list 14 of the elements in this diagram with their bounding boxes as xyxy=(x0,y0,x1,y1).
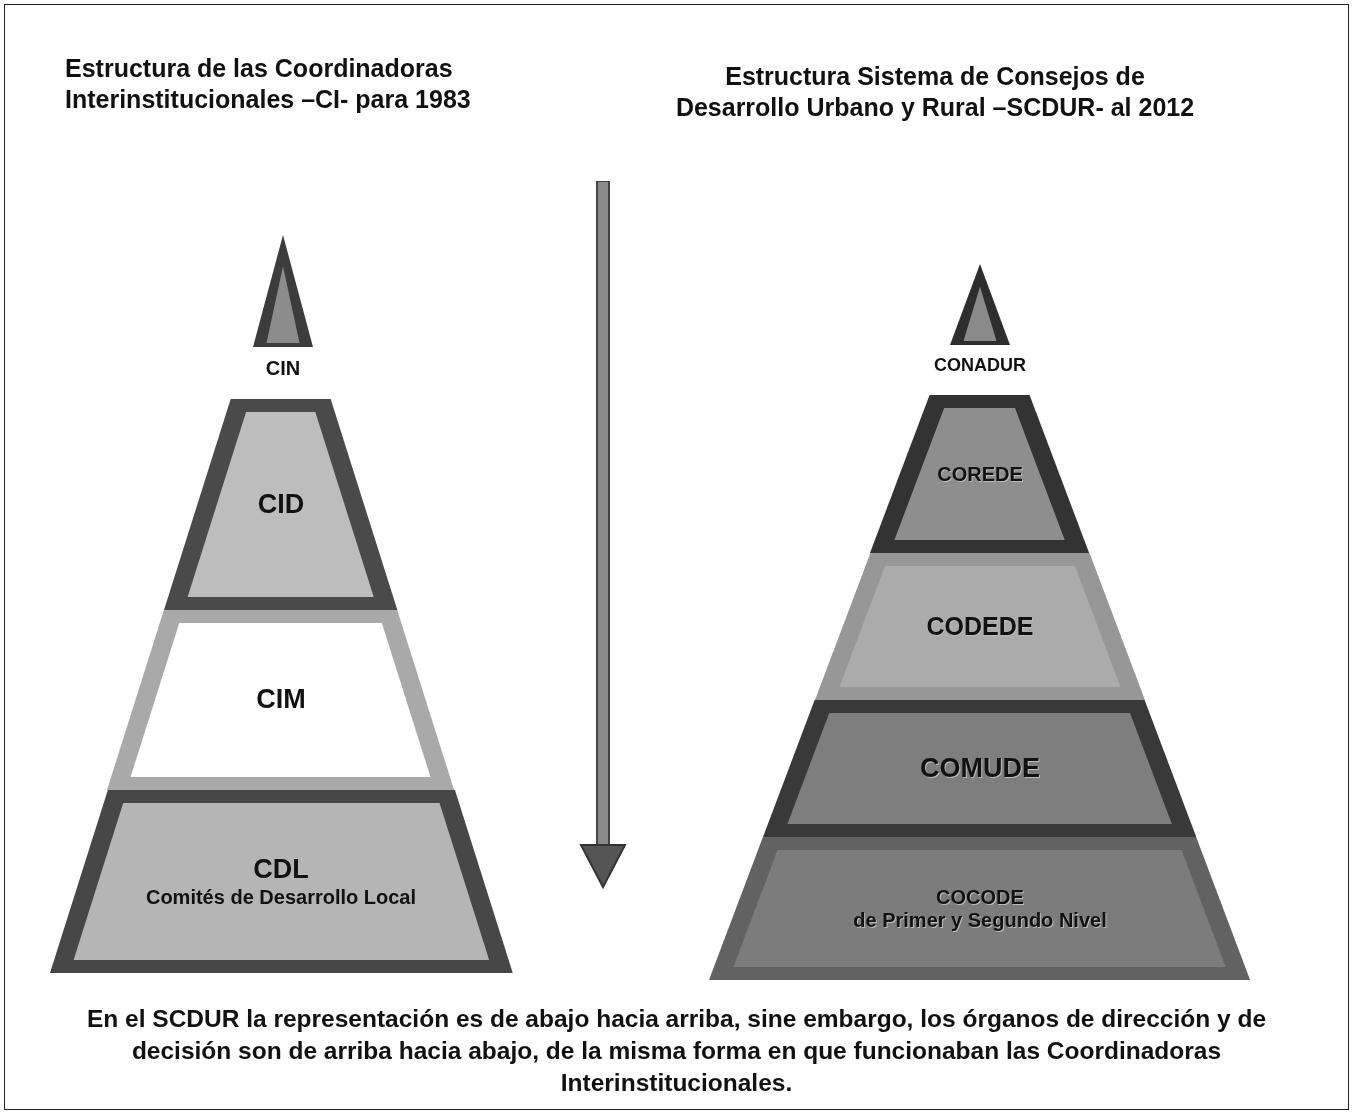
tier-label: CDL xyxy=(253,854,309,886)
tier-label: CIN xyxy=(265,357,301,380)
pyramid-heading: Estructura de las Coordinadoras Interinstitucionales –CI- para 1983 xyxy=(65,53,472,115)
tier-description: de Primer y Segundo Nivel xyxy=(853,908,1107,932)
tier-description: Comités de Desarrollo Local xyxy=(145,885,417,909)
tier-label: COREDE xyxy=(937,462,1023,486)
caption: En el SCDUR la representación es de abajo hacia arriba, sine embargo, los órganos de dirección y de decisión son de arriba hacia abajo, de la misma forma en que funcionaban las Coordinadoras Interinstitucionales. xyxy=(85,1004,1268,1098)
tier-label: COMUDE xyxy=(920,752,1040,784)
pyramid-heading: Estructura Sistema de Consejos de Desarrollo Urbano y Rural –SCDUR- al 2012 xyxy=(675,61,1195,123)
tier-label: COCODE xyxy=(936,885,1024,909)
tier-label: CIM xyxy=(256,684,306,716)
tier-label: CID xyxy=(257,488,305,520)
tier-label: CONADUR xyxy=(934,355,1026,376)
tier-label: CODEDE xyxy=(926,612,1034,641)
